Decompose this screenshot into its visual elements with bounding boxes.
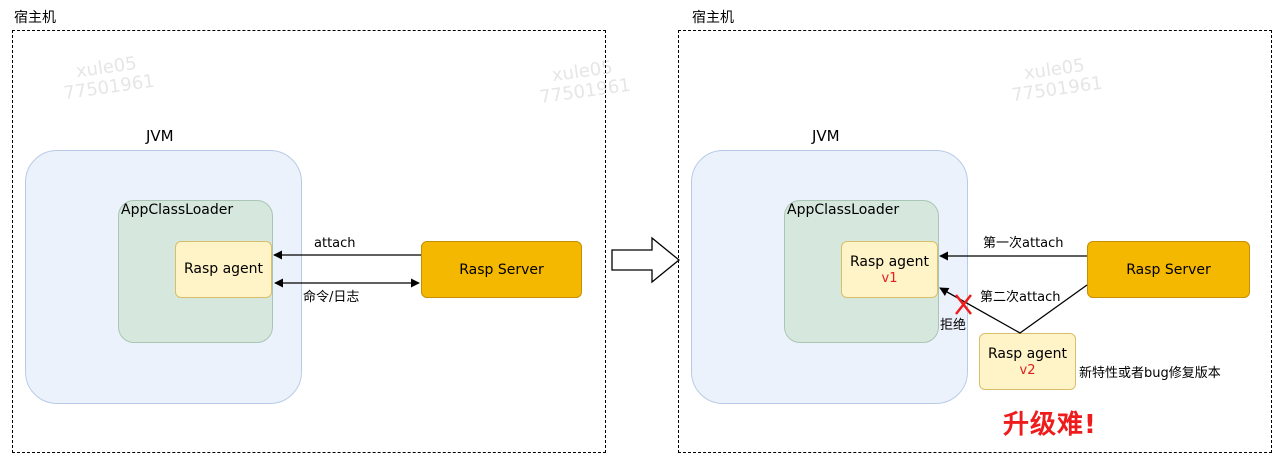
rasp-server-left: Rasp Server [421, 241, 582, 298]
edge-label-cmd-log: 命令/日志 [303, 290, 360, 305]
upgrade-hard-warning: 升级难! [1003, 410, 1097, 440]
arrow-second-attach [939, 284, 1088, 334]
rasp-agent-left: Rasp agent [175, 241, 272, 298]
edge-label-attach: attach [314, 236, 356, 251]
rasp-server-right: Rasp Server [1087, 241, 1250, 298]
classloader-label-right: AppClassLoader [787, 202, 900, 218]
rasp-server-label: Rasp Server [1126, 261, 1211, 278]
rasp-agent-v2: Rasp agent v2 [979, 333, 1076, 390]
host-container-right [678, 30, 1272, 453]
edge-label-second-attach: 第二次attach [980, 290, 1061, 305]
rasp-agent-label: Rasp agent [849, 253, 930, 270]
rasp-agent-label: Rasp agent [987, 345, 1068, 362]
rasp-server-label: Rasp Server [459, 261, 544, 278]
new-agent-note: 新特性或者bug修复版本 [1079, 366, 1221, 381]
edge-label-first-attach: 第一次attach [983, 236, 1064, 251]
rasp-agent-label: Rasp agent [183, 261, 264, 277]
host-container-left [12, 30, 606, 453]
rasp-agent-version: v2 [1019, 362, 1036, 378]
rasp-agent-version: v1 [881, 270, 898, 286]
classloader-label-left: AppClassLoader [121, 202, 234, 218]
transition-arrow-icon [611, 236, 681, 284]
reject-x-icon [955, 294, 972, 315]
rasp-agent-v1: Rasp agent v1 [841, 241, 938, 298]
jvm-label-left: JVM [146, 127, 174, 145]
reject-label: 拒绝 [940, 318, 967, 333]
host-label-left: 宿主机 [14, 10, 56, 26]
host-label-right: 宿主机 [692, 10, 734, 26]
jvm-label-right: JVM [812, 127, 840, 145]
